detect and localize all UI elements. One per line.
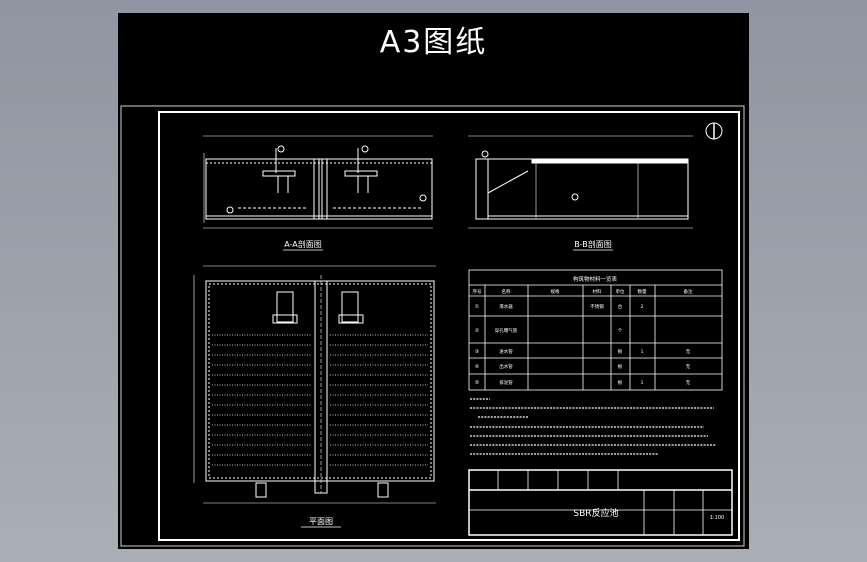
- table-cell: 1: [641, 380, 644, 386]
- table-cell: ④: [475, 364, 480, 370]
- cad-drawing: A-A剖面图 B-B剖面图: [120, 105, 745, 547]
- table-cell: ①: [475, 304, 480, 310]
- table-cell: ③: [475, 349, 479, 355]
- table-cell: 滗水器: [499, 303, 513, 310]
- aeration-pipes: [212, 334, 428, 466]
- material-table: [468, 269, 723, 391]
- table-cell: 1: [641, 349, 644, 355]
- table-cell: 排泥管: [499, 379, 513, 386]
- drawing-title: A3图纸: [379, 25, 488, 60]
- table-header: 序号: [473, 288, 482, 295]
- outer-frame: [120, 105, 745, 547]
- table-cell: 无: [686, 380, 691, 386]
- title-block: [468, 469, 733, 536]
- table-header: 规格: [551, 288, 560, 295]
- scale-label: 1:100: [710, 515, 724, 521]
- table-cell: ②: [475, 328, 480, 334]
- section-bb: [468, 135, 693, 229]
- title-block-name: SBR反应池: [573, 507, 618, 519]
- drawing-sheet: A3图纸: [118, 13, 749, 549]
- table-cell: 根: [618, 379, 623, 386]
- table-cell: 无: [686, 364, 691, 370]
- plan-view: [193, 265, 436, 504]
- table-body: ① 滗水器 不锈钢 台 2 ② 穿孔曝气管 个 ③ 进水管 根 1 无 ④ 出水…: [475, 303, 691, 386]
- table-cell: 无: [686, 349, 691, 355]
- notes-block: [470, 398, 716, 455]
- plan-label: 平面图: [309, 517, 333, 526]
- table-cell: 不锈钢: [590, 303, 604, 310]
- table-header: 单位: [616, 288, 625, 295]
- table-header: 数量: [638, 288, 647, 295]
- section-aa: [203, 135, 433, 229]
- table-headers: 序号 名称 规格 材料 单位 数量 备注: [473, 288, 693, 295]
- section-aa-label: A-A剖面图: [284, 239, 321, 249]
- table-title: 构筑物材料一览表: [573, 275, 618, 283]
- table-cell: 根: [618, 348, 623, 355]
- table-header: 备注: [684, 288, 693, 295]
- table-cell: ⑤: [475, 380, 479, 386]
- table-cell: 台: [618, 303, 623, 310]
- table-header: 名称: [502, 288, 511, 295]
- table-cell: 穿孔曝气管: [495, 327, 518, 334]
- section-bb-label: B-B剖面图: [574, 239, 612, 249]
- table-cell: 2: [641, 304, 644, 310]
- table-cell: 出水管: [499, 363, 513, 370]
- table-cell: 进水管: [499, 348, 513, 355]
- table-cell: 个: [618, 328, 623, 334]
- north-arrow-icon: [705, 122, 723, 140]
- table-cell: 根: [618, 363, 623, 370]
- inner-frame: [158, 111, 740, 541]
- table-header: 材料: [593, 288, 602, 295]
